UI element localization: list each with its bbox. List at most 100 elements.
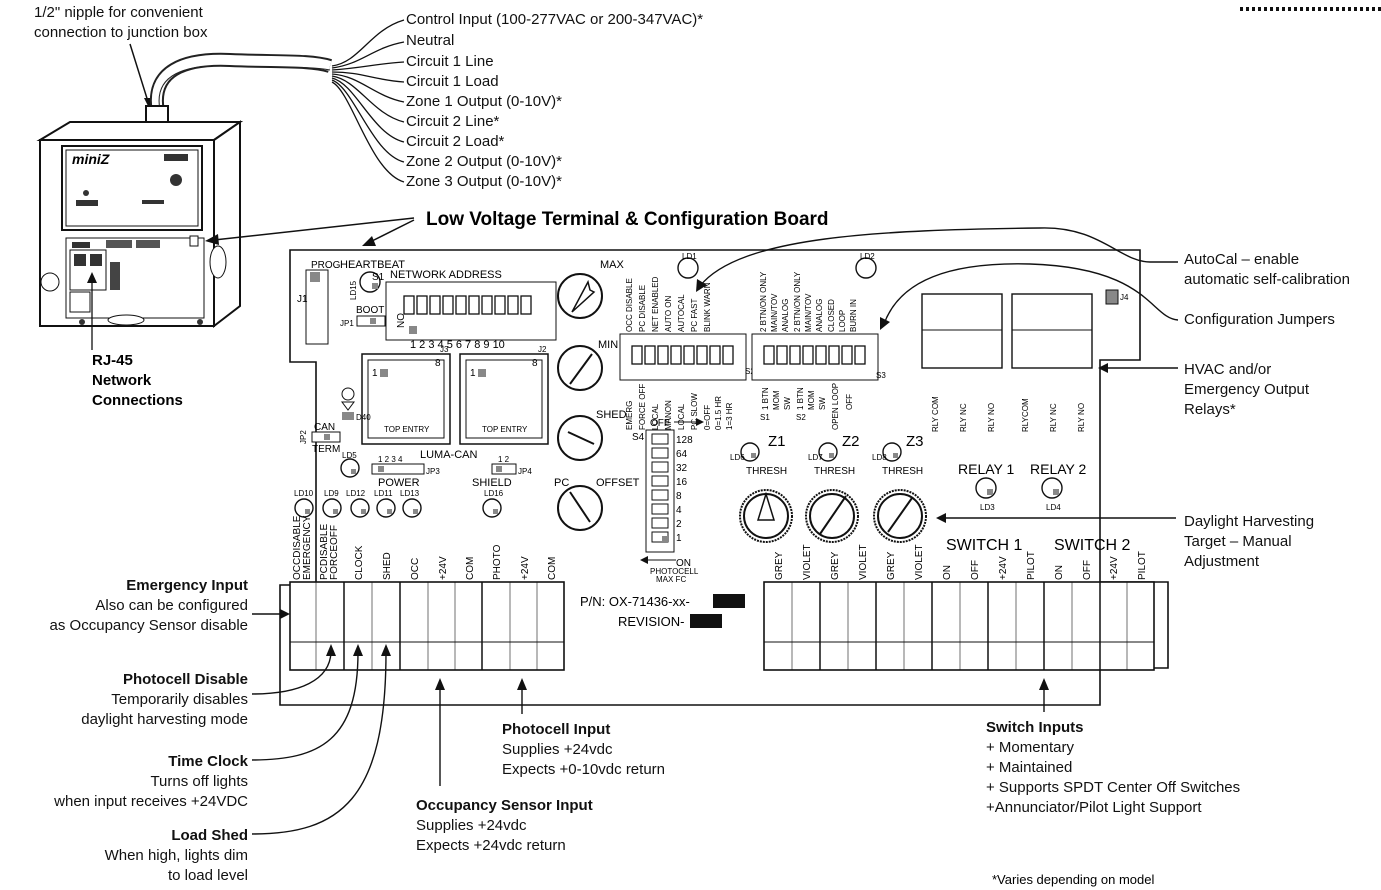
svg-text:GREY: GREY (830, 551, 841, 580)
svg-text:BOOT: BOOT (356, 305, 384, 316)
svg-text:JP1: JP1 (340, 319, 354, 328)
svg-text:LD9: LD9 (324, 489, 339, 498)
svg-text:JP3: JP3 (426, 467, 440, 476)
svg-text:RLY NO: RLY NO (987, 403, 996, 432)
svg-text:LD7: LD7 (808, 453, 823, 462)
svg-text:S3: S3 (876, 371, 886, 380)
svg-text:LD3: LD3 (980, 503, 995, 512)
svg-text:ON: ON (1054, 565, 1065, 580)
svg-text:Photocell Input: Photocell Input (502, 721, 610, 738)
svg-text:D40: D40 (356, 413, 371, 422)
svg-text:Also can be configured: Also can be configured (95, 597, 248, 614)
svg-text:OFF: OFF (845, 394, 854, 410)
svg-text:4: 4 (676, 505, 682, 516)
svg-text:ON: ON (942, 565, 953, 580)
daylight-callout: Daylight Harvesting (1184, 513, 1314, 530)
svg-text:NET ENABLED: NET ENABLED (651, 276, 660, 332)
relays-callout: Relays* (1184, 401, 1236, 418)
revision-label: REVISION- (618, 614, 684, 629)
svg-text:PILOT: PILOT (1137, 551, 1148, 580)
wire-fan (331, 19, 405, 183)
svg-text:SHED: SHED (596, 409, 627, 421)
svg-text:SHIELD: SHIELD (472, 477, 512, 489)
svg-text:ANALOG: ANALOG (781, 299, 790, 332)
svg-text:RLYCOM: RLYCOM (1021, 398, 1030, 432)
svg-text:OFFSET: OFFSET (596, 477, 640, 489)
svg-text:Load Shed: Load Shed (171, 827, 248, 844)
svg-text:TOP ENTRY: TOP ENTRY (482, 425, 528, 434)
svg-text:PROG: PROG (311, 260, 341, 271)
board-title-leader-left (213, 217, 415, 241)
svg-text:1: 1 (372, 368, 378, 379)
svg-text:COM: COM (547, 557, 558, 580)
svg-text:S1: S1 (372, 272, 385, 283)
svg-text:+Annunciator/Pilot Light Suppo: +Annunciator/Pilot Light Support (986, 799, 1202, 816)
relays-callout: HVAC and/or (1184, 361, 1271, 378)
jumpers-leader (883, 263, 1179, 325)
svg-text:Switch Inputs: Switch Inputs (986, 719, 1084, 736)
svg-text:FORCE OFF: FORCE OFF (638, 384, 647, 430)
svg-text:CAN: CAN (314, 422, 335, 433)
pcb-board: PROG J1 HEARTBEAT LD15 S1 NETWORK ADDRES… (279, 249, 1169, 706)
svg-text:GREY: GREY (886, 551, 897, 580)
board-title-arrow-left (205, 234, 219, 245)
svg-text:2 BTN/ON ONLY: 2 BTN/ON ONLY (793, 271, 802, 332)
wire-label: Control Input (100-277VAC or 200-347VAC)… (406, 11, 703, 28)
svg-text:Occupancy Sensor Input: Occupancy Sensor Input (416, 797, 593, 814)
wire-label: Circuit 2 Load* (406, 133, 505, 150)
svg-text:OCC DISABLE: OCC DISABLE (625, 278, 634, 332)
svg-text:OFF: OFF (650, 418, 670, 429)
svg-text:+24V: +24V (998, 556, 1009, 580)
wire-label-list: Control Input (100-277VAC or 200-347VAC)… (406, 11, 703, 190)
svg-text:MIN: MIN (598, 339, 618, 351)
svg-text:1 2 3 4: 1 2 3 4 (378, 455, 403, 464)
svg-text:8: 8 (435, 358, 441, 369)
rj45-label: Network (92, 372, 152, 389)
svg-text:MAX: MAX (600, 259, 625, 271)
svg-text:OCCDISABLE: OCCDISABLE (292, 515, 303, 580)
zone-2-knob: Z2 LD7 THRESH (805, 433, 860, 543)
svg-text:MAIN/TOV: MAIN/TOV (770, 293, 779, 332)
svg-text:LD8: LD8 (872, 453, 887, 462)
dip-switch-s2: S2 LD1 OCC DISABLE PC DISABLE NET ENABLE… (619, 252, 755, 430)
svg-text:BLINK WARN: BLINK WARN (703, 282, 712, 332)
svg-text:2 BTN/ON ONLY: 2 BTN/ON ONLY (759, 271, 768, 332)
svg-text:MAIN/TOV: MAIN/TOV (804, 293, 813, 332)
svg-text:Z1: Z1 (768, 433, 786, 450)
switch-1-label: SWITCH 1 (946, 537, 1023, 554)
right-terminal-block (763, 581, 1155, 671)
status-led-row: LD10 LD9 LD12 LD11 LD13 LD16 (294, 489, 504, 518)
svg-text:1 BTN: 1 BTN (796, 387, 805, 410)
top-entry-connector-right (459, 353, 549, 445)
svg-text:PC DISABLE: PC DISABLE (638, 285, 647, 332)
svg-text:1 BTN: 1 BTN (761, 387, 770, 410)
svg-text:LD10: LD10 (294, 489, 314, 498)
svg-text:MANON: MANON (664, 400, 673, 430)
svg-text:Temporarily disables: Temporarily disables (111, 691, 248, 708)
dip-switch-s3: S3 LD2 2 BTN/ON ONLY MAIN/TOV ANALOG 2 B… (751, 252, 886, 430)
knob-max: MAX (557, 259, 625, 319)
svg-text:EMERG: EMERG (625, 401, 634, 430)
svg-text:TERM: TERM (312, 444, 340, 455)
svg-text:SHED: SHED (382, 552, 393, 580)
svg-text:8: 8 (532, 358, 538, 369)
network-address-dip (403, 295, 532, 315)
svg-text:Turns off lights: Turns off lights (150, 773, 248, 790)
switch-inputs-callout: Switch Inputs + Momentary + Maintained +… (986, 678, 1240, 816)
svg-text:FORCEOFF: FORCEOFF (329, 525, 340, 580)
rj45-arrowhead (87, 272, 97, 283)
wire-label: Circuit 1 Load (406, 73, 499, 90)
svg-text:+ Maintained: + Maintained (986, 759, 1072, 776)
svg-text:MOM: MOM (772, 390, 781, 410)
svg-text:NO: NO (396, 313, 407, 328)
svg-text:LOCAL: LOCAL (651, 403, 660, 430)
svg-text:PC SLOW: PC SLOW (690, 393, 699, 430)
svg-text:1: 1 (676, 533, 682, 544)
daylight-callout: Adjustment (1184, 553, 1260, 570)
svg-text:PHOTO: PHOTO (492, 544, 503, 580)
svg-text:1 2 3 4 5 6 7 8 9 10: 1 2 3 4 5 6 7 8 9 10 (410, 339, 505, 351)
svg-text:+24V: +24V (438, 556, 449, 580)
wire-label: Zone 2 Output (0-10V)* (406, 153, 562, 170)
svg-text:+24V: +24V (520, 556, 531, 580)
